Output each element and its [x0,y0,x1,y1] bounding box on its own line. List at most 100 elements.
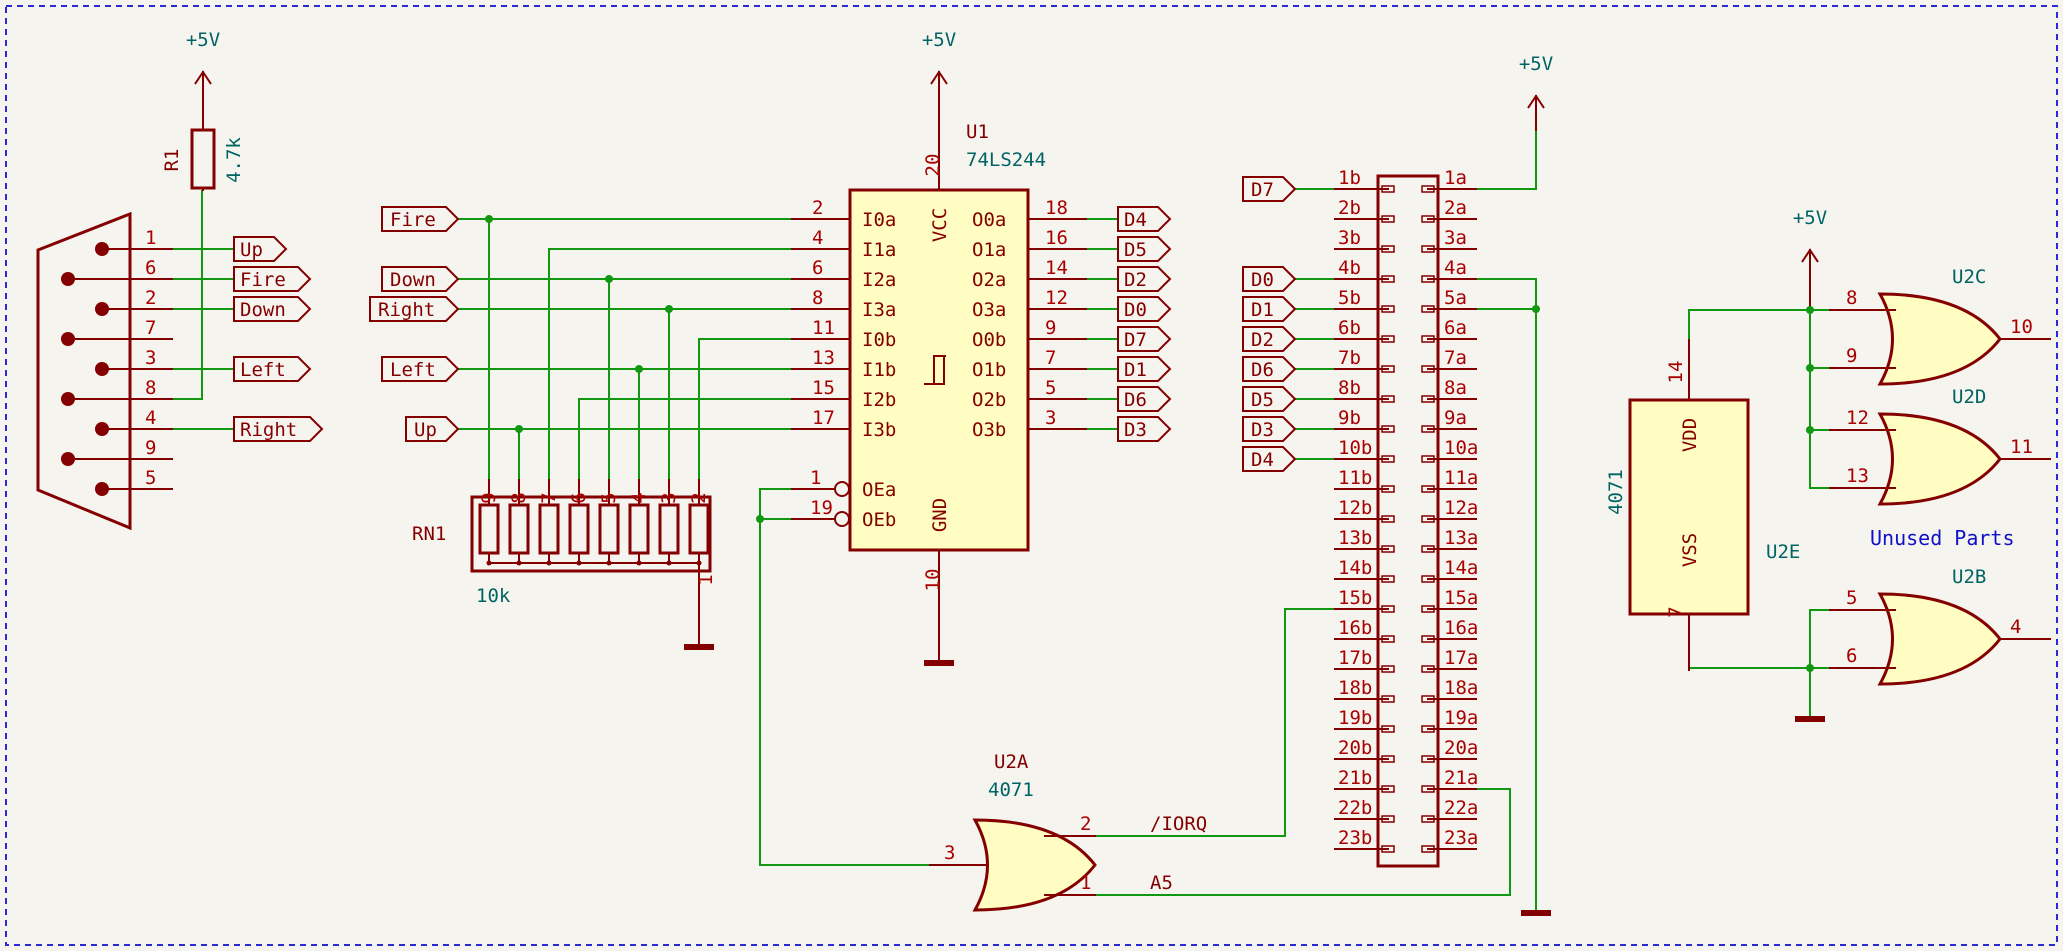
pin-number: 3 [145,347,156,369]
power-label: +5V [922,29,956,51]
pin-number: 7b [1338,347,1361,369]
or-gate-ref: U2B [1952,566,1986,588]
u1-pin-name: I1b [862,359,896,381]
pin-number: 14 [1665,361,1687,384]
u1-vcc-label: VCC [929,208,951,242]
pins: 1627384952468111315171816141297531192010… [67,131,2051,896]
pin-number: 17 [812,407,835,429]
pin-number: 12b [1338,497,1372,519]
net-label-right-shape [233,416,324,442]
junction-dot [1806,306,1814,314]
or-gate-icon [1877,292,2002,386]
pin-number: 5 [1045,377,1056,399]
net-label-fire-in: Fire [390,209,436,231]
net-label-u1-out: D0 [1124,299,1147,321]
net-label-u1-out-shape [1117,416,1172,442]
pin-number: 12 [1846,407,1869,429]
net-label-down-shape [233,296,312,322]
junction-dot [756,515,764,523]
db9-connector-icon [36,211,132,531]
power-arrow-icon [1801,248,1819,263]
pin-number: 15a [1444,587,1478,609]
pin-number: 12 [1045,287,1068,309]
pin-number: 9 [478,492,500,503]
pin-number: 18b [1338,677,1372,699]
pin-number: 1 [1080,872,1091,894]
u1-ref: U1 [966,121,989,143]
pin-number: 16a [1444,617,1478,639]
r1-body [190,128,216,190]
net-label-u1-out: D5 [1124,239,1147,261]
pin-number: 6 [812,257,823,279]
pin-number: 16b [1338,617,1372,639]
pin-number: 8 [508,492,530,503]
wire-rn1 [698,338,792,480]
pin-number: 4a [1444,257,1467,279]
pin-number: 11 [812,317,835,339]
net-label-down-in: Down [390,269,436,291]
net-labels: UpFireDownLeftRightD4D5D2D0D7D1D6D3FireD… [233,176,1297,472]
pin-number: 11 [2010,436,2033,458]
net-label-bus-b: D3 [1251,419,1274,441]
net-label-left-in-shape [381,356,460,382]
net-label-left-shape [233,356,312,382]
pin-number: 19 [810,497,833,519]
power-label: +5V [1793,207,1827,229]
wire-iorq [1095,608,1335,837]
pin-number: 1 [810,467,821,489]
net-label-u1-out: D2 [1124,269,1147,291]
wires [172,130,1830,910]
net-label-bus-b-shape [1242,416,1297,442]
power-label: +5V [1519,53,1553,75]
net-label-u1-out-shape [1117,236,1172,262]
u1-pin-name: I3b [862,419,896,441]
u1-pin-name: O2b [972,389,1006,411]
net-label-up-in: Up [414,419,437,441]
pin-number: 10 [922,569,944,592]
net-label-u1-out: D7 [1124,329,1147,351]
pin-number: 21b [1338,767,1372,789]
net-label-down-in-shape [381,266,460,292]
net-label-fire-shape [233,266,312,292]
net-label-bus-b-shape [1242,176,1297,202]
u1-pin-name: I1a [862,239,896,261]
net-label-bus-b-shape [1242,386,1297,412]
pin-number: 9b [1338,407,1361,429]
sheet-border-rect [5,5,2058,946]
wire-vdd [1688,309,1830,340]
net-label-bus-b: D6 [1251,359,1274,381]
pin-number: 1 [695,574,717,585]
pin-number: 19b [1338,707,1372,729]
u1-pin-name: O3b [972,419,1006,441]
pin-number: 8 [1846,287,1857,309]
net-label-fire-in-shape [381,206,460,232]
net-label-up-in-shape [405,416,460,442]
pin-number: 14a [1444,557,1478,579]
ground-icon [1795,716,1825,722]
junction-dot [605,275,613,283]
pin-number: 5b [1338,287,1361,309]
pin-number: 11b [1338,467,1372,489]
net-label-right-in: Right [378,299,435,321]
net-label-a5: A5 [1150,872,1173,894]
pin-number: 6b [1338,317,1361,339]
net-label-bus-b: D5 [1251,389,1274,411]
u1-pin-name: I0b [862,329,896,351]
net-label-bus-b-shape [1242,296,1297,322]
inversion-bubble [834,511,850,527]
pin-number: 5 [145,467,156,489]
u1-pin-name: I3a [862,299,896,321]
rn1-resistor [598,503,620,555]
u1-pin-name: I0a [862,209,896,231]
wire-rn1 [578,398,792,480]
u1-pin-name: O3a [972,299,1006,321]
u2e-ref: U2E [1766,541,1800,563]
pin-number: 15b [1338,587,1372,609]
u1-pin-name: O0b [972,329,1006,351]
net-label-up-shape [233,236,288,262]
wire-rn1 [548,248,792,480]
wire-u2d-13 [1809,430,1830,489]
pin-number: 7 [1665,606,1687,617]
rn1-resistor [628,503,650,555]
pin-number: 2b [1338,197,1361,219]
